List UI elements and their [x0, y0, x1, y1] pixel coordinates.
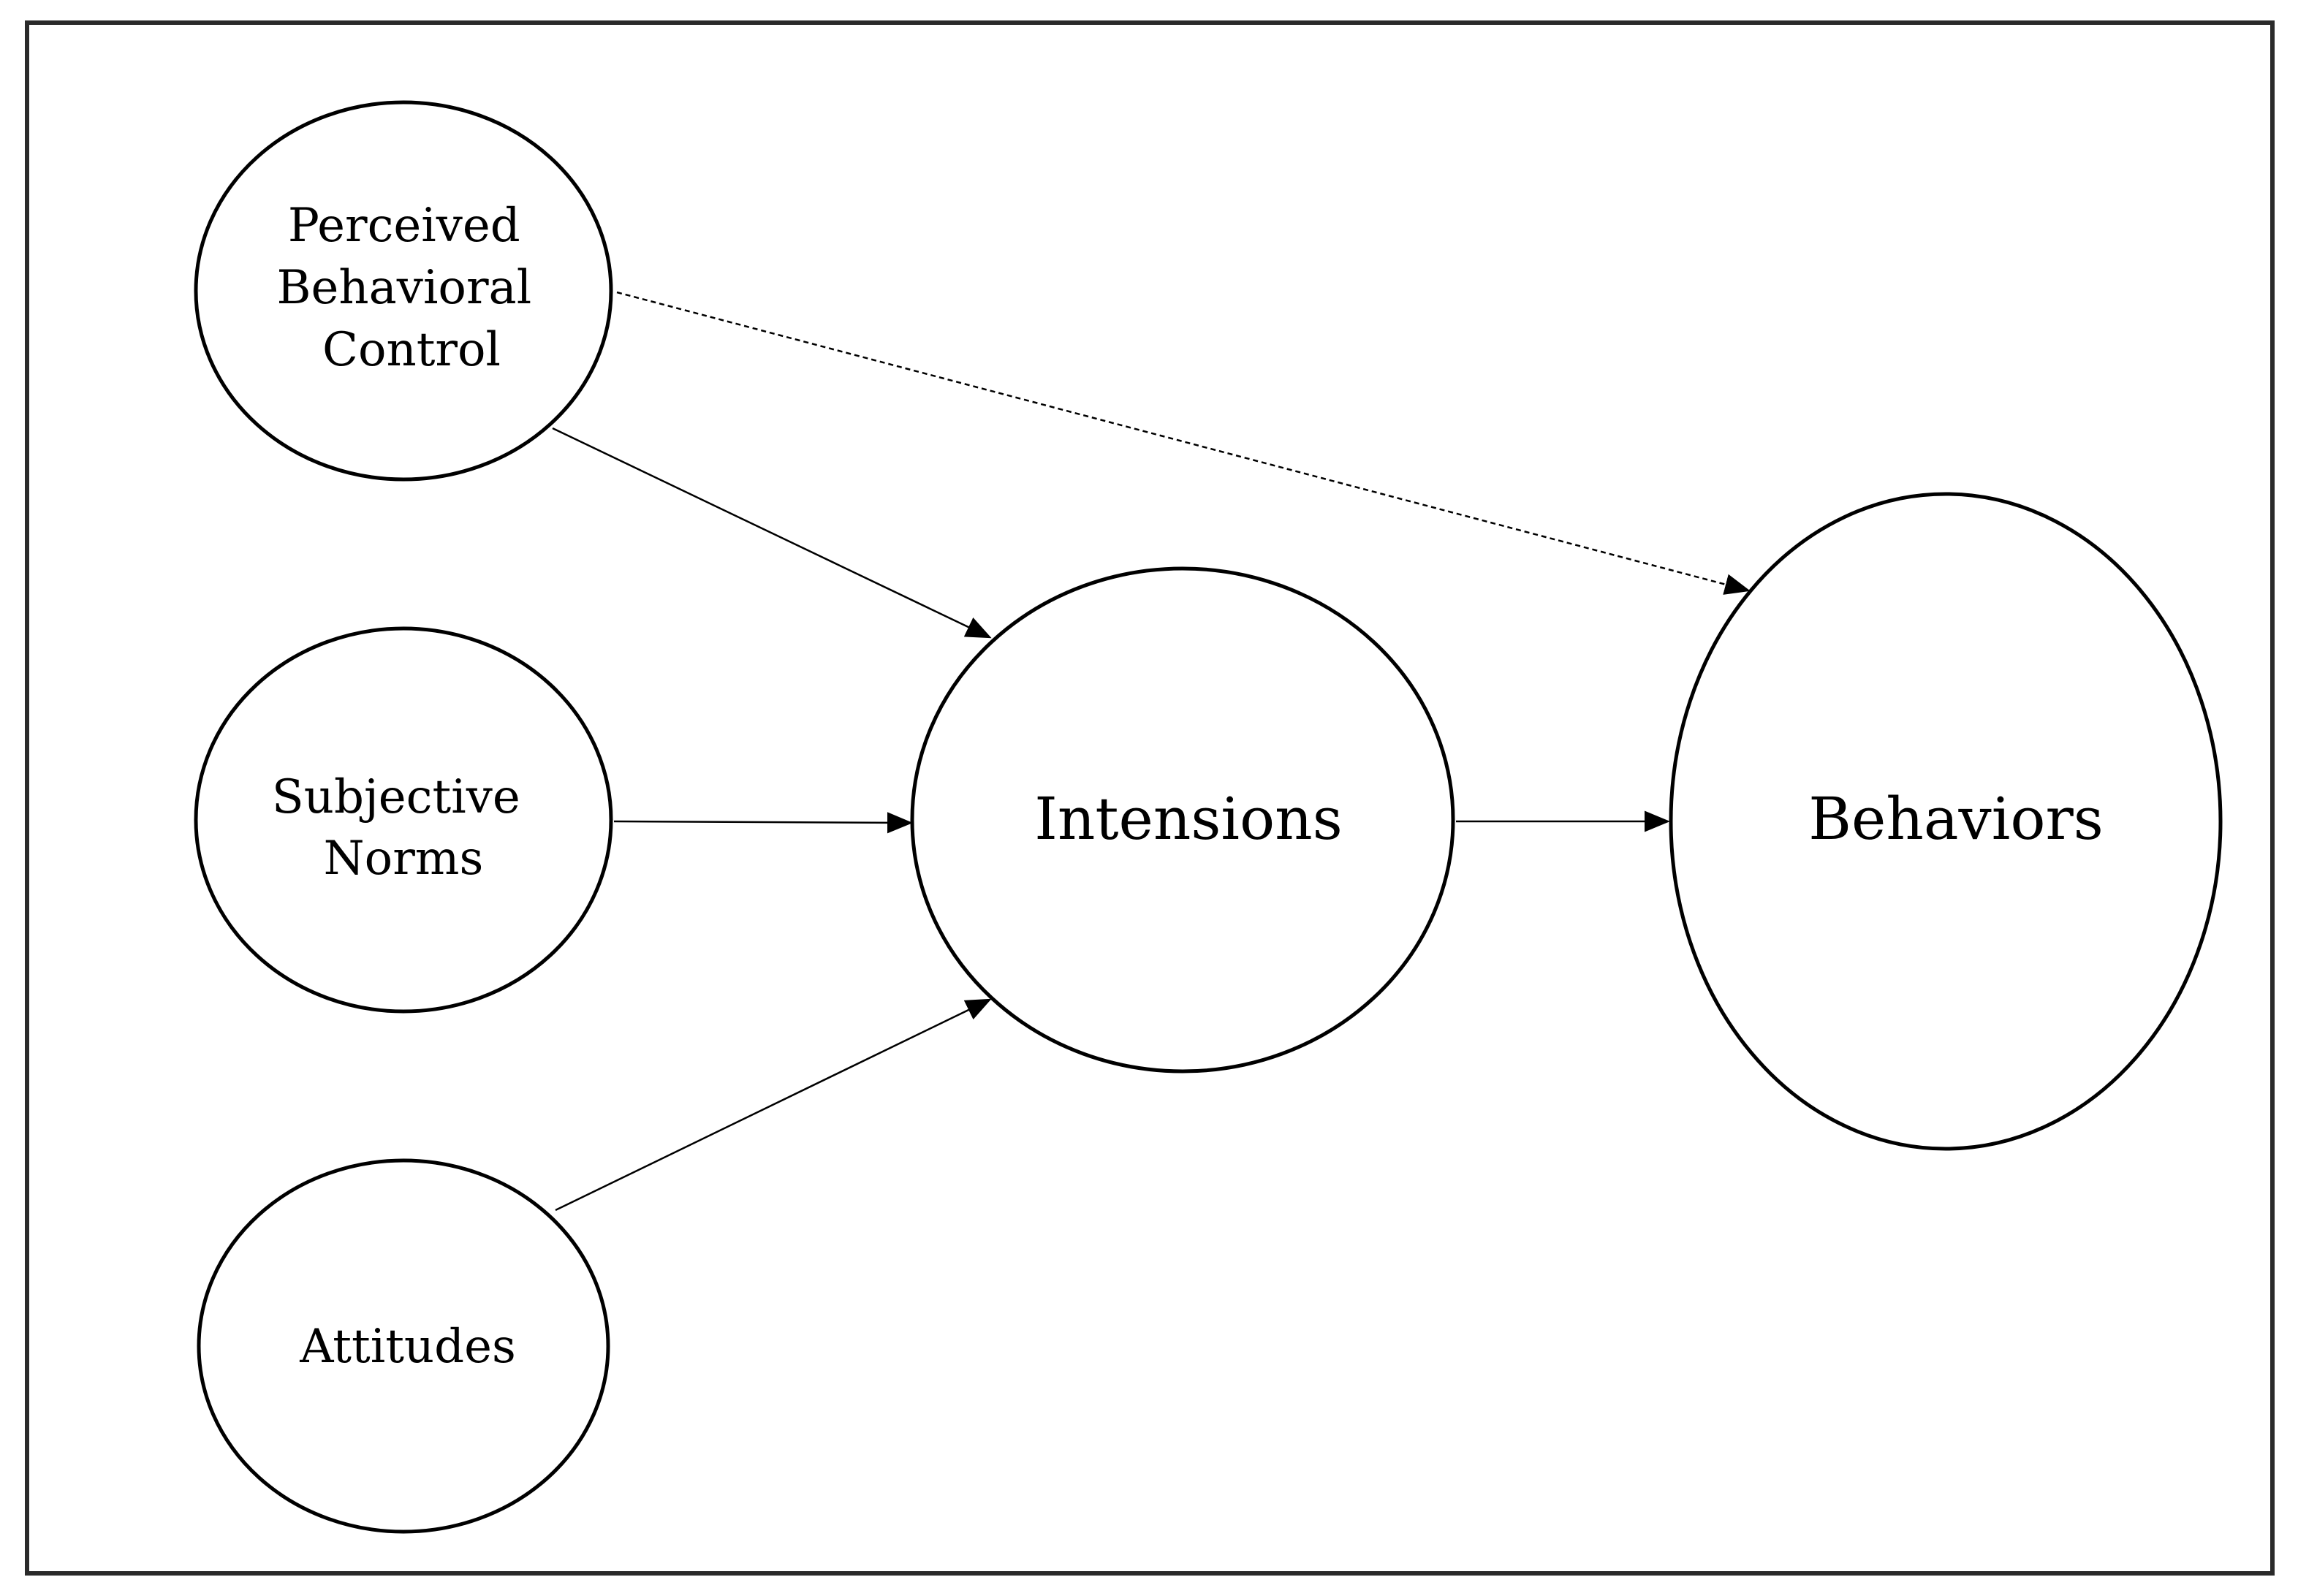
node-intensions: Intensions	[910, 566, 1455, 1074]
node-norms-line-2: Norms	[324, 832, 484, 886]
node-norms-line-1: Subjective	[272, 770, 520, 824]
node-intensions-label: Intensions	[1034, 785, 1343, 853]
diagram-frame	[25, 20, 2275, 1576]
edge-attitudes-to-intensions	[555, 998, 992, 1212]
svg-text:Perceived Behavioral: Perceived Behavioral Control	[277, 199, 547, 377]
node-attitudes-label: Attitudes	[299, 1320, 516, 1374]
edge-pbc-to-intensions	[552, 427, 992, 639]
edge-norms-to-intensions	[613, 812, 913, 834]
svg-text:Subjective Norms: Subjective Norms	[272, 770, 535, 886]
node-behaviors-label: Behaviors	[1808, 785, 2104, 853]
node-pbc-line-1: Perceived	[288, 199, 520, 253]
edge-pbc-to-behaviors-dashed	[616, 291, 1751, 595]
node-subjective-norms: Subjective Norms	[194, 626, 613, 1014]
node-behaviors: Behaviors	[1669, 492, 2223, 1151]
node-pbc-line-2: Behavioral	[277, 261, 532, 315]
node-attitudes: Attitudes	[197, 1158, 610, 1534]
node-perceived-behavioral-control: Perceived Behavioral Control	[194, 100, 613, 482]
node-pbc-line-3: Control	[322, 323, 501, 377]
